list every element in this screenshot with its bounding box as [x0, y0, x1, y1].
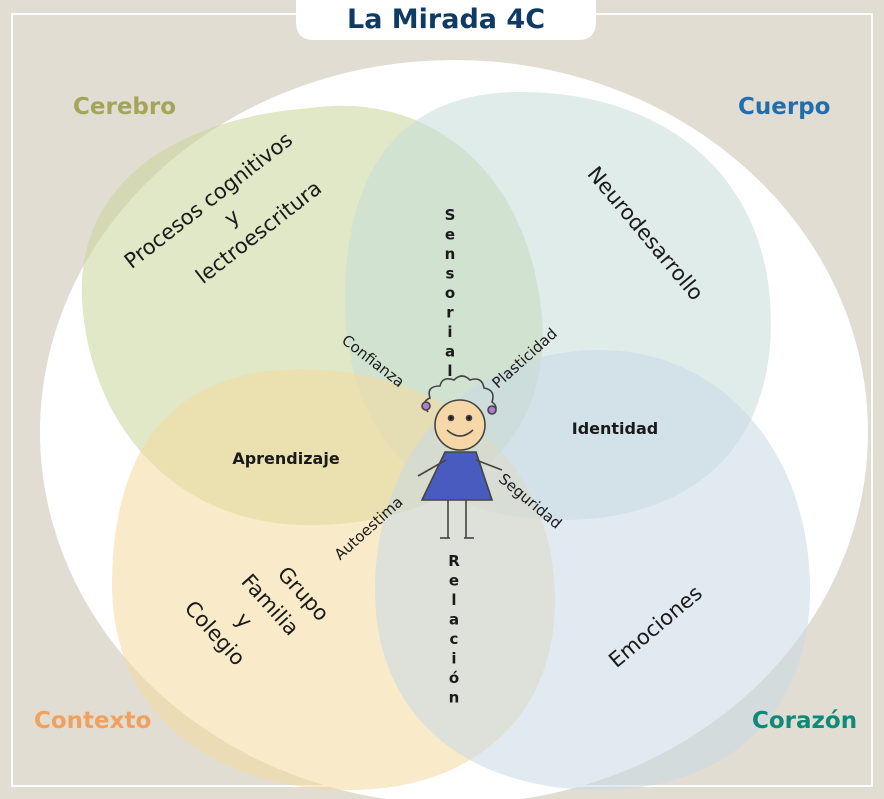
corner-label-corazon: Corazón	[752, 708, 857, 734]
corner-label-cuerpo: Cuerpo	[738, 94, 830, 120]
title-tab	[296, 0, 596, 40]
corner-label-contexto: Contexto	[34, 708, 151, 734]
corner-label-cerebro: Cerebro	[73, 94, 176, 120]
page-title: La Mirada 4C	[347, 4, 545, 35]
overlap-label-aprendizaje: Aprendizaje	[232, 449, 340, 468]
overlap-label-identidad: Identidad	[572, 419, 658, 438]
circle-corazon	[375, 350, 810, 790]
child-drawing-icon	[417, 375, 503, 539]
